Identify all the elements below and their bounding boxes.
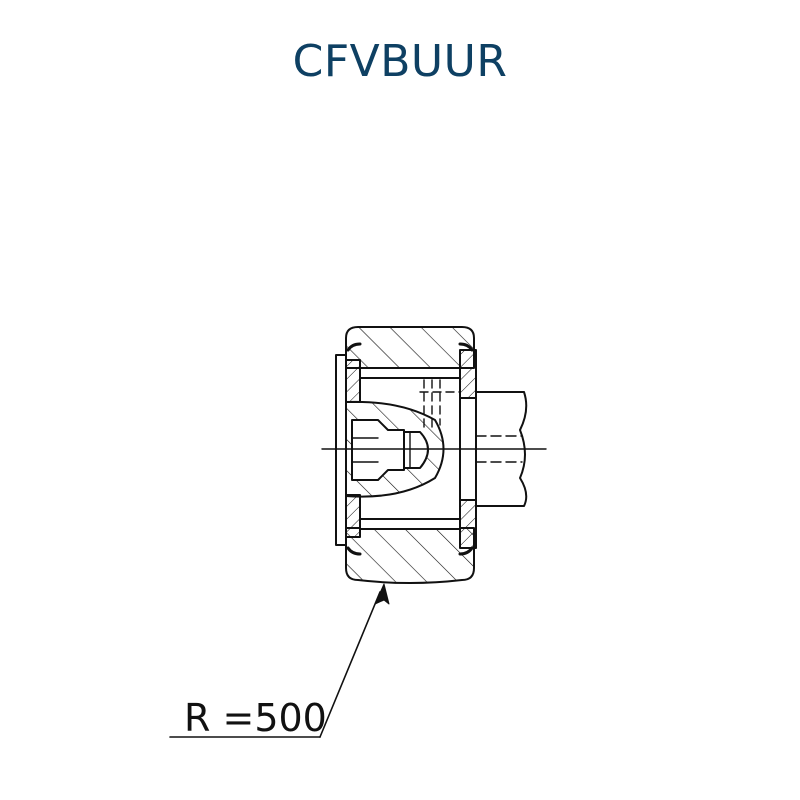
hidden-lines xyxy=(419,379,461,433)
radius-leader xyxy=(169,583,390,738)
outer-ring-bottom xyxy=(345,527,475,584)
race-band-top xyxy=(359,367,461,379)
stud-shaft xyxy=(475,391,528,507)
outer-ring-top xyxy=(345,326,475,369)
page-title: CFVBUUR xyxy=(292,36,508,87)
race-band-bottom xyxy=(359,518,461,530)
seal-rings xyxy=(346,342,474,556)
radius-dimension-label: R =500 xyxy=(184,696,327,740)
